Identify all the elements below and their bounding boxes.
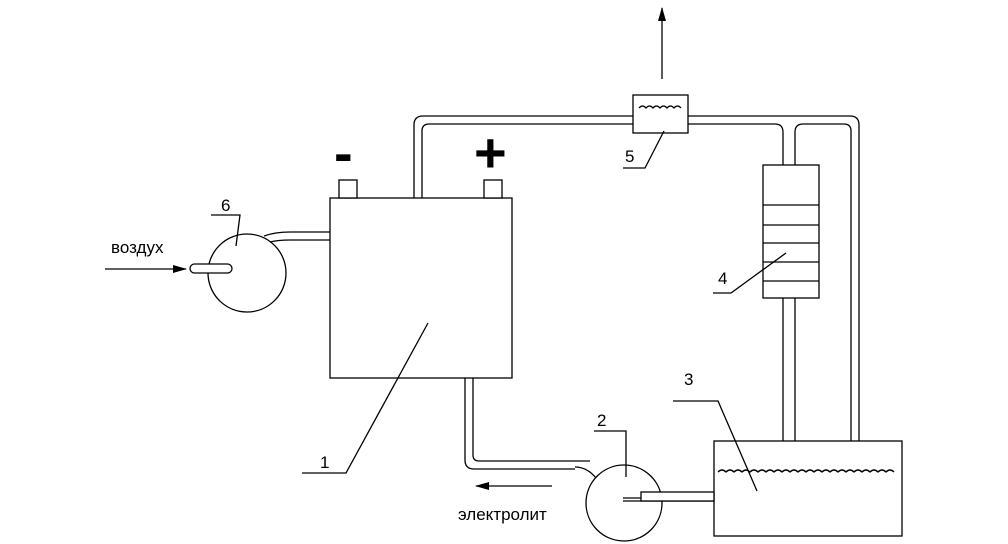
label-1: 1 (320, 453, 329, 472)
minus-sign: - (334, 121, 353, 184)
column-4 (762, 164, 820, 299)
blower-6-inlet-stub (189, 263, 233, 274)
leader-6 (211, 214, 241, 247)
pump-2-discharge (574, 466, 597, 479)
leader-1 (302, 322, 429, 474)
label-5: 5 (625, 147, 634, 166)
label-4: 4 (718, 269, 727, 288)
pipe-return-inner (794, 123, 852, 441)
pipe-collector-right-inner (688, 123, 784, 165)
pump-2-inlet-stub (640, 491, 715, 502)
plus-sign: + (474, 121, 507, 184)
fuel-cell-body (329, 197, 513, 379)
pipe-cell-bottom-outer (464, 378, 575, 470)
collector-5-liquid-surface (638, 105, 682, 109)
pump-2 (585, 464, 663, 542)
leader-4 (713, 252, 787, 294)
pipe-cell-top-outer (413, 115, 633, 198)
tank-3 (713, 440, 903, 537)
blower-6-outlet-outer (263, 231, 330, 237)
blower-6-outlet-inner (269, 239, 330, 243)
label-6: 6 (221, 196, 230, 215)
pipe-cell-bottom-inner (472, 378, 590, 462)
collector-5 (632, 94, 689, 134)
leader-3 (673, 400, 758, 492)
label-2: 2 (597, 411, 606, 430)
leader-5 (623, 130, 665, 169)
pipe-collector-right-outer (688, 115, 860, 441)
label-3: 3 (684, 370, 693, 389)
pipe-cell-top-inner (421, 123, 633, 198)
positive-terminal (483, 179, 503, 199)
leader-2 (594, 430, 627, 477)
electrolyte-label: электролит (458, 505, 547, 524)
air-label: воздух (111, 238, 164, 257)
negative-terminal (338, 179, 358, 199)
